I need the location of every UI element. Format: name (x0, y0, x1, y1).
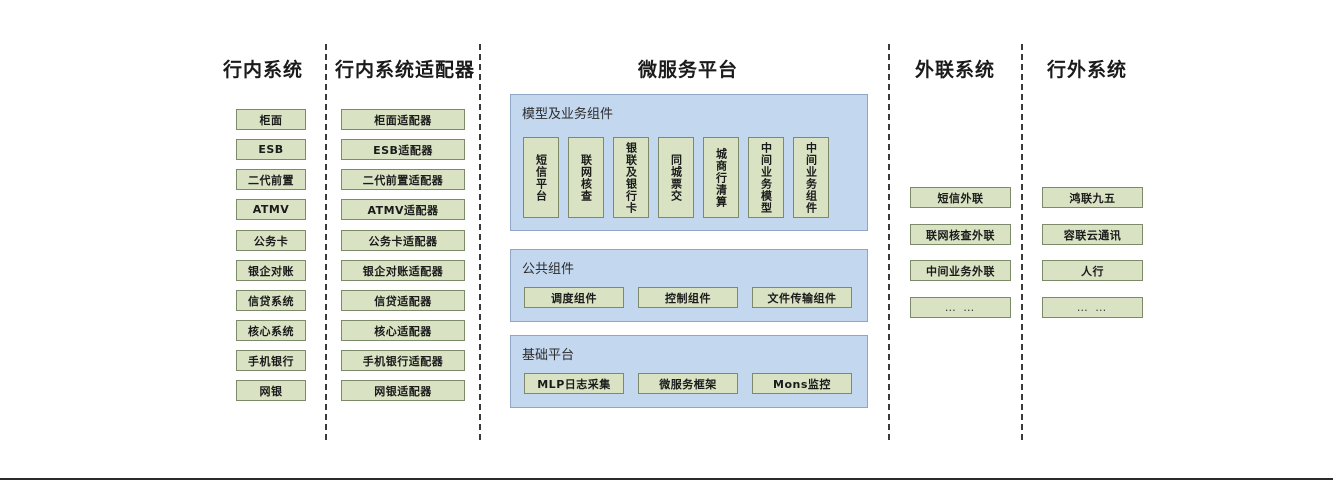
node-external-link-system[interactable]: 中间业务外联 (910, 260, 1011, 281)
node-bank-internal-system[interactable]: 核心系统 (236, 320, 306, 341)
column-divider-3 (888, 44, 890, 440)
node-bank-internal-system[interactable]: ESB (236, 139, 306, 160)
node-external-link-system[interactable]: … … (910, 297, 1011, 318)
node-bank-internal-system[interactable]: 公务卡 (236, 230, 306, 251)
node-bank-internal-system[interactable]: 网银 (236, 380, 306, 401)
node-public-component[interactable]: 控制组件 (638, 287, 738, 308)
column-divider-2 (479, 44, 481, 440)
node-model-business-component[interactable]: 城商行清算 (703, 137, 739, 218)
node-model-business-component[interactable]: 中间业务模型 (748, 137, 784, 218)
node-bank-internal-adapter[interactable]: 核心适配器 (341, 320, 465, 341)
page-bottom-rule (0, 478, 1333, 480)
node-bank-internal-system[interactable]: 手机银行 (236, 350, 306, 371)
node-external-link-system[interactable]: 联网核查外联 (910, 224, 1011, 245)
column-title-external-link-systems: 外联系统 (914, 59, 995, 81)
node-bank-internal-system[interactable]: 柜面 (236, 109, 306, 130)
node-model-business-component[interactable]: 银联及银行卡 (613, 137, 649, 218)
node-external-link-system[interactable]: 短信外联 (910, 187, 1011, 208)
node-bank-internal-adapter[interactable]: ESB适配器 (341, 139, 465, 160)
column-title-bank-internal-systems: 行内系统 (222, 59, 303, 81)
node-bank-internal-system[interactable]: 二代前置 (236, 169, 306, 190)
node-outside-bank-system[interactable]: 鸿联九五 (1042, 187, 1143, 208)
node-base-platform-component[interactable]: 微服务框架 (638, 373, 738, 394)
column-divider-1 (325, 44, 327, 440)
node-bank-internal-adapter[interactable]: 手机银行适配器 (341, 350, 465, 371)
node-bank-internal-adapter[interactable]: 银企对账适配器 (341, 260, 465, 281)
node-model-business-component[interactable]: 同城票交 (658, 137, 694, 218)
node-bank-internal-adapter[interactable]: 柜面适配器 (341, 109, 465, 130)
node-bank-internal-system[interactable]: 银企对账 (236, 260, 306, 281)
node-outside-bank-system[interactable]: 人行 (1042, 260, 1143, 281)
node-bank-internal-system[interactable]: 信贷系统 (236, 290, 306, 311)
panel-title-model-business-components: 模型及业务组件 (522, 107, 614, 122)
node-bank-internal-system[interactable]: ATMV (236, 199, 306, 220)
node-outside-bank-system[interactable]: … … (1042, 297, 1143, 318)
node-public-component[interactable]: 调度组件 (524, 287, 624, 308)
panel-base-platform (510, 335, 868, 408)
node-model-business-component[interactable]: 短信平台 (523, 137, 559, 218)
node-outside-bank-system[interactable]: 容联云通讯 (1042, 224, 1143, 245)
panel-public-components (510, 249, 868, 322)
node-public-component[interactable]: 文件传输组件 (752, 287, 852, 308)
node-base-platform-component[interactable]: Mons监控 (752, 373, 852, 394)
column-title-outside-bank-systems: 行外系统 (1046, 59, 1127, 81)
node-model-business-component[interactable]: 联网核查 (568, 137, 604, 218)
node-bank-internal-adapter[interactable]: ATMV适配器 (341, 199, 465, 220)
column-divider-4 (1021, 44, 1023, 440)
panel-title-public-components: 公共组件 (522, 262, 575, 277)
node-bank-internal-adapter[interactable]: 信贷适配器 (341, 290, 465, 311)
column-title-microservice-platform: 微服务平台 (637, 59, 738, 81)
panel-title-base-platform: 基础平台 (522, 348, 575, 363)
column-title-bank-internal-adapters: 行内系统适配器 (335, 59, 476, 81)
node-bank-internal-adapter[interactable]: 网银适配器 (341, 380, 465, 401)
node-bank-internal-adapter[interactable]: 公务卡适配器 (341, 230, 465, 251)
node-model-business-component[interactable]: 中间业务组件 (793, 137, 829, 218)
node-bank-internal-adapter[interactable]: 二代前置适配器 (341, 169, 465, 190)
node-base-platform-component[interactable]: MLP日志采集 (524, 373, 624, 394)
